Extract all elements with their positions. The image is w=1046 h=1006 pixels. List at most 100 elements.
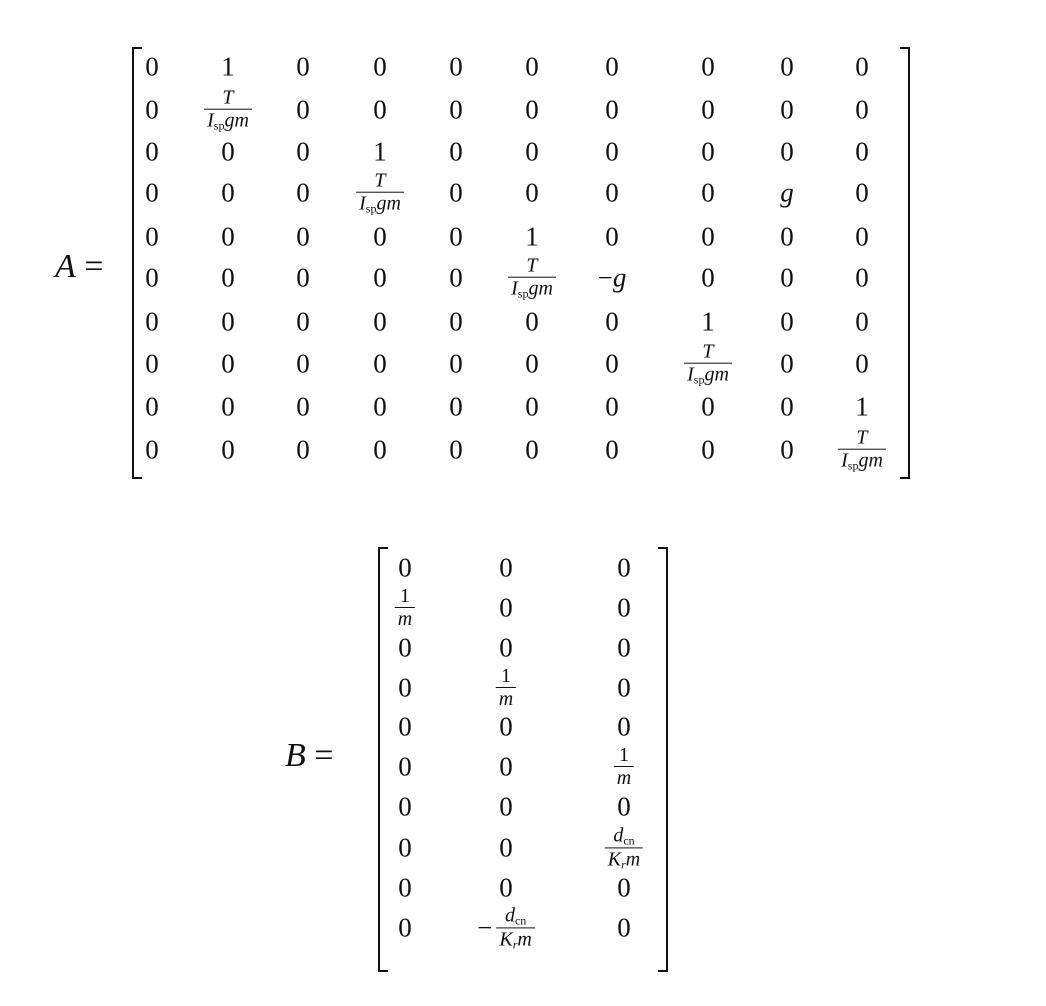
matrix-a-cell-r1-c1: 0 [145,51,159,82]
matrix-a-cell-r9-c4: 0 [373,391,387,422]
matrix-b-cell-r6-c1: 0 [398,751,412,782]
matrix-b-cell-r5-c3: 0 [617,711,631,742]
matrix-a-cell-r6-c9: 0 [780,262,794,293]
matrix-a-cell-r2-c6: 0 [525,94,539,125]
matrix-a-cell-r8-c1: 0 [145,348,159,379]
matrix-a-cell-r8-c5: 0 [449,348,463,379]
matrix-b-cell-r9-c1: 0 [398,872,412,903]
matrix-a-cell-r10-c4: 0 [373,434,387,465]
matrix-a-cell-r9-c3: 0 [296,391,310,422]
matrix-a-cell-r5-c3: 0 [296,221,310,252]
matrix-a-cell-r1-c7: 0 [605,51,619,82]
matrix-a-cell-r2-c8: 0 [701,94,715,125]
matrix-a-cell-r9-c5: 0 [449,391,463,422]
matrix-a-cell-r8-c7: 0 [605,348,619,379]
matrix-a-cell-r5-c6: 1 [525,221,539,252]
matrix-a-cell-r7-c9: 0 [780,306,794,337]
matrix-a-cell-r10-c6: 0 [525,434,539,465]
matrix-a-cell-r1-c4: 0 [373,51,387,82]
matrix-b-cell-r1-c2: 0 [499,552,513,583]
matrix-b-cell-r1-c1: 0 [398,552,412,583]
matrix-a-cell-r10-c8: 0 [701,434,715,465]
matrix-a-cell-r9-c2: 0 [221,391,235,422]
matrix-a-cell-r3-c4: 1 [373,136,387,167]
matrix-b-cell-r5-c2: 0 [499,711,513,742]
matrix-a-cell-r9-c10: 1 [855,391,869,422]
matrix-a-cell-r7-c8: 1 [701,306,715,337]
matrix-a-cell-r2-c10: 0 [855,94,869,125]
matrix-a-cell-r6-c3: 0 [296,262,310,293]
matrix-a-cell-r5-c4: 0 [373,221,387,252]
matrix-b-cell-r9-c3: 0 [617,872,631,903]
matrix-a-cell-r2-c3: 0 [296,94,310,125]
matrix-a-cell-r1-c10: 0 [855,51,869,82]
matrix-a-cell-r9-c1: 0 [145,391,159,422]
matrix-a-cell-r3-c9: 0 [780,136,794,167]
matrix-a-cell-r5-c10: 0 [855,221,869,252]
matrix-a-cell-r7-c6: 0 [525,306,539,337]
matrix-a-cell-r10-c7: 0 [605,434,619,465]
matrix-b-cell-r7-c2: 0 [499,791,513,822]
matrix-a-cell-r8-c9: 0 [780,348,794,379]
matrix-a-cell-r5-c8: 0 [701,221,715,252]
matrix-b-cell-r3-c1: 0 [398,632,412,663]
matrix-a-cell-r8-c4: 0 [373,348,387,379]
matrix-a-cell-r6-c4: 0 [373,262,387,293]
matrix-a-cell-r6-c1: 0 [145,262,159,293]
matrix-a-cell-r10-c1: 0 [145,434,159,465]
matrix-b-cell-r8-c2: 0 [499,832,513,863]
matrix-b-cell-r9-c2: 0 [499,872,513,903]
matrix-a-cell-r3-c5: 0 [449,136,463,167]
matrix-a-cell-r8-c3: 0 [296,348,310,379]
matrix-a-cell-r1-c9: 0 [780,51,794,82]
matrix-a-cell-r10-c3: 0 [296,434,310,465]
matrix-a-label: A = [55,248,104,285]
matrix-b-cell-r7-c3: 0 [617,791,631,822]
matrix-a-cell-r1-c8: 0 [701,51,715,82]
matrix-b-cell-r10-c1: 0 [398,912,412,943]
matrix-a-cell-r4-c1: 0 [145,177,159,208]
matrix-b-label: B = [285,737,334,774]
matrix-b-right-bracket [658,547,668,972]
matrix-a-cell-r3-c3: 0 [296,136,310,167]
matrix-a-cell-r9-c8: 0 [701,391,715,422]
matrix-a-cell-r8-c2: 0 [221,348,235,379]
matrix-a-cell-r1-c3: 0 [296,51,310,82]
matrix-a-cell-r5-c9: 0 [780,221,794,252]
matrix-a-cell-r8-c6: 0 [525,348,539,379]
matrix-a-cell-r4-c3: 0 [296,177,310,208]
matrix-a-cell-r10-c2: 0 [221,434,235,465]
matrix-a-cell-r7-c7: 0 [605,306,619,337]
matrix-a-cell-r4-c5: 0 [449,177,463,208]
matrix-b-cell-r4-c3: 0 [617,672,631,703]
matrix-a-cell-r2-c9: 0 [780,94,794,125]
matrix-a-cell-r4-c2: 0 [221,177,235,208]
matrix-a-cell-r4-c7: 0 [605,177,619,208]
matrix-b-cell-r4-c1: 0 [398,672,412,703]
matrix-a-cell-r6-c10: 0 [855,262,869,293]
matrix-a-cell-r4-c10: 0 [855,177,869,208]
matrix-b-cell-r5-c1: 0 [398,711,412,742]
matrix-a-cell-r10-c5: 0 [449,434,463,465]
matrix-a-cell-r3-c2: 0 [221,136,235,167]
matrix-a-cell-r4-c9: g [780,177,794,208]
matrix-a-cell-r7-c3: 0 [296,306,310,337]
matrix-a-cell-r6-c7: −g [597,262,627,293]
matrix-a-cell-r7-c10: 0 [855,306,869,337]
matrix-a-cell-r3-c6: 0 [525,136,539,167]
matrix-a-cell-r7-c4: 0 [373,306,387,337]
matrix-a-cell-r1-c6: 0 [525,51,539,82]
matrix-a-cell-r4-c8: 0 [701,177,715,208]
matrix-a-cell-r7-c5: 0 [449,306,463,337]
matrix-a-left-bracket [132,47,142,479]
matrix-a-cell-r1-c5: 0 [449,51,463,82]
matrix-a-cell-r3-c7: 0 [605,136,619,167]
